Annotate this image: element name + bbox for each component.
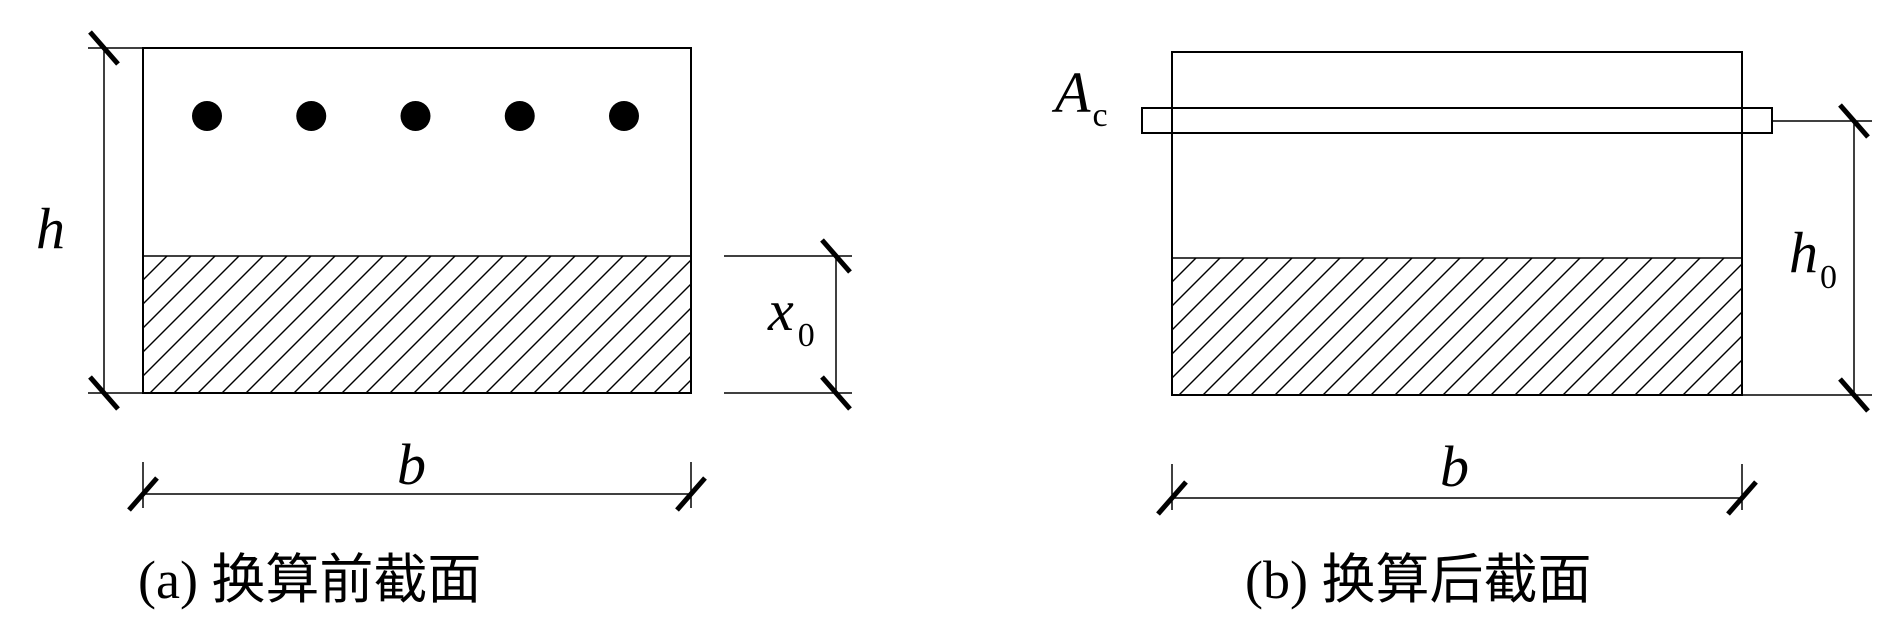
hatch-line [1562,258,1701,395]
hatch-line [653,355,691,393]
hatch-line [533,256,672,393]
width-tick-left [127,476,159,512]
hatch-line [143,256,264,377]
hatch-line [437,256,576,393]
hatch-line [1538,258,1677,395]
hatch-line [1682,335,1742,395]
hatch-line [485,256,624,393]
h0-label-subscript: 0 [1820,259,1837,296]
hatch-line [1514,258,1653,395]
width-b-tick-right [1726,480,1758,516]
hatch-line [1226,258,1365,395]
hatch-line [1370,258,1509,395]
hatch-line [173,256,312,393]
hatch-line [461,256,600,393]
hatch-line [269,256,408,393]
h0-tick-top [1838,103,1870,139]
caption-a: (a) 换算前截面 [138,550,481,610]
hatch-line [143,256,168,281]
hatch-line [1172,258,1269,355]
section-a-outline [142,47,692,394]
rebar-dot [400,101,431,131]
hatch-line [1490,258,1629,395]
hatch-line [605,307,691,393]
hatch-line [1172,258,1221,307]
hatch-line [1658,311,1742,395]
hatch-line [1172,258,1173,259]
hatch-line [221,256,360,393]
hatch-line [245,256,384,393]
section-b-outline [1171,51,1743,396]
hatch-line [143,256,144,257]
hatch-line [149,256,288,393]
area-label: Ac [1051,60,1108,134]
width-b-tick-left [1156,480,1188,516]
rebar-row [192,101,639,131]
hatch-line [557,259,691,393]
hatch-line [629,331,691,393]
hatch-line [1172,258,1197,283]
hatch-line [1706,359,1742,395]
hatch-line [1442,258,1581,395]
hatch-line [143,256,216,329]
depth-label-subscript: 0 [798,317,815,354]
rebar-dot [609,101,639,131]
depth-tick-top [820,238,852,274]
hatch-line [677,379,691,393]
depth-label-main: x [767,278,794,343]
hatch-line [1298,258,1437,395]
depth-tick-bottom [820,375,852,411]
hatch-line [509,256,648,393]
hatch-line [197,256,336,393]
section-b-compression-hatch [1172,258,1742,395]
rebar-dot [504,101,535,131]
h0-tick-bottom [1838,377,1870,413]
hatch-line [1202,258,1341,395]
height-tick-top [88,30,120,66]
hatch-line [1394,258,1533,395]
width-b-label: b [1440,434,1469,499]
rebar-dot [296,101,327,131]
width-tick-right [675,476,707,512]
height-tick-bottom [88,375,120,411]
rebar-dot [192,101,222,131]
hatch-line [413,256,552,393]
h0-label: h0 [1789,220,1837,296]
hatch-line [1172,258,1245,331]
hatch-line [1610,263,1742,395]
hatch-line [1586,258,1725,395]
hatch-line [1250,258,1389,395]
hatch-line [1178,258,1317,395]
panel-b: Ac h0 b (b) 换算后截面 [1051,51,1872,610]
height-label: h [36,196,65,261]
hatch-line [143,256,192,305]
hatch-line [365,256,504,393]
width-label: b [397,432,426,497]
hatch-line [1346,258,1485,395]
caption-b: (b) 换算后截面 [1245,550,1591,610]
hatch-line [317,256,456,393]
hatch-line [341,256,480,393]
hatch-line [389,256,528,393]
h0-label-main: h [1789,220,1818,285]
hatch-line [1274,258,1413,395]
hatch-line [581,283,691,393]
hatch-line [1418,258,1557,395]
hatch-line [143,256,240,353]
area-label-main: A [1051,60,1091,125]
hatch-line [1172,258,1293,379]
hatch-line [1322,258,1461,395]
hatch-line [1634,287,1742,395]
hatch-line [293,256,432,393]
area-label-subscript: c [1092,97,1107,134]
hatch-line [1466,258,1605,395]
transformed-steel-strip [1141,107,1773,134]
section-a-compression-hatch [143,256,691,393]
